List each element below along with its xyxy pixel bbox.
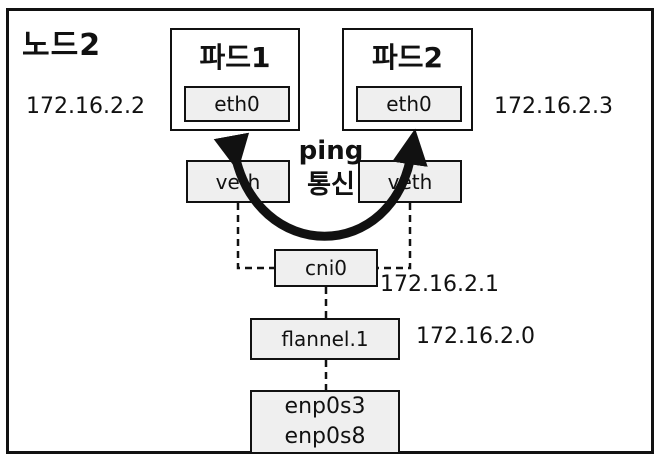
ping-label-line2: 통신 <box>307 170 355 200</box>
ping-arc <box>213 128 428 241</box>
cni0-bridge: cni0 <box>274 249 378 287</box>
pod2-title: 파드2 <box>371 41 443 74</box>
node-frame <box>6 8 654 454</box>
pod2-eth0: eth0 <box>356 86 462 122</box>
ping-label-line1: ping <box>298 136 364 166</box>
nic-line1: enp0s3 <box>284 394 366 419</box>
flannel-ip: 172.16.2.0 <box>416 324 535 349</box>
pod2-ip: 172.16.2.3 <box>494 94 613 119</box>
ping-label: ping 통신 <box>288 134 374 202</box>
pod1-title: 파드1 <box>199 41 271 74</box>
veth2-to-cni0-link <box>376 203 412 270</box>
nic-line2: enp0s8 <box>284 424 366 449</box>
veth1-to-cni0-link <box>236 203 276 270</box>
physical-nic: enp0s3 enp0s8 <box>250 390 400 454</box>
pod1-ip: 172.16.2.2 <box>26 94 145 119</box>
pod1-eth0: eth0 <box>184 86 290 122</box>
cni0-ip: 172.16.2.1 <box>380 272 499 297</box>
node-title: 노드2 <box>22 28 102 63</box>
flannel-interface: flannel.1 <box>250 318 400 360</box>
